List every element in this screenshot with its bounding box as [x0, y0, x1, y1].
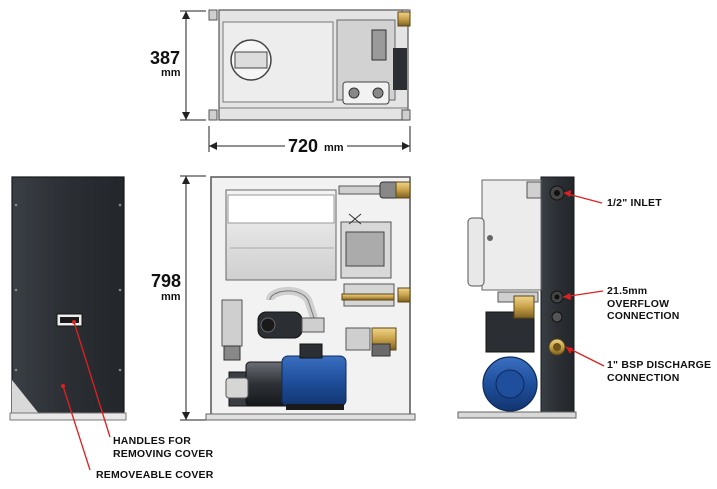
overflow-callout: 21.5mm OVERFLOW CONNECTION	[607, 286, 680, 322]
overflow-callout-line-3: CONNECTION	[607, 310, 680, 322]
top-view	[208, 9, 411, 121]
inlet-callout: 1/2" INLET	[607, 198, 662, 209]
cover-callout-line-1: REMOVEABLE COVER	[96, 469, 214, 481]
callout-leaders	[62, 190, 605, 471]
overflow-callout-line-2: OVERFLOW	[607, 297, 670, 310]
side-view	[457, 176, 577, 419]
height-unit: mm	[161, 291, 181, 303]
covered-cabinet-view	[9, 176, 127, 421]
handles-callout: HANDLES FOR REMOVING COVER	[113, 436, 213, 459]
handles-callout-line-2: REMOVING COVER	[113, 447, 214, 460]
booster-pump	[281, 355, 347, 407]
height-value: 798	[151, 271, 182, 291]
depth-dimension	[180, 10, 206, 121]
depth-unit: mm	[161, 67, 181, 79]
cabinet-body	[11, 176, 125, 416]
width-unit: mm	[321, 143, 347, 154]
width-value: 720	[285, 137, 322, 155]
height-dimension	[180, 175, 206, 421]
inlet-callout-line-1: 1/2" INLET	[607, 197, 662, 209]
cabinet-corner	[12, 380, 40, 415]
front-open-view	[205, 176, 416, 421]
discharge-callout-line-2: CONNECTION	[607, 371, 680, 384]
discharge-callout-line-1: 1" BSP DISCHARGE	[607, 359, 712, 371]
discharge-callout: 1" BSP DISCHARGE CONNECTION	[607, 360, 711, 383]
depth-value: 387	[150, 48, 181, 68]
overflow-callout-line-1: 21.5mm	[607, 285, 648, 297]
cover-callout: REMOVEABLE COVER	[96, 470, 214, 481]
handles-callout-line-1: HANDLES FOR	[113, 435, 192, 447]
side-pressure-vessel	[485, 311, 535, 353]
